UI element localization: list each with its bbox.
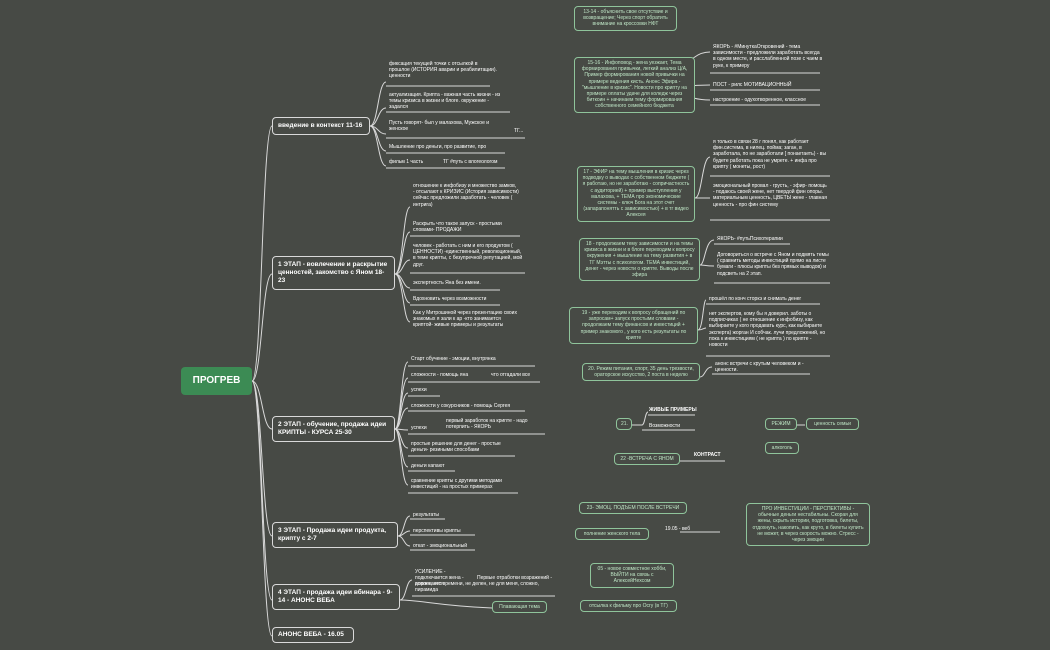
stage1-leaf-5[interactable]: Вдохновить через возможности	[413, 296, 487, 302]
stage2-leaf-8[interactable]: сравнение крипты с другими методами инве…	[411, 478, 502, 491]
fin-system-leaf[interactable]: я только в связи 28 г понял, как работае…	[713, 139, 827, 170]
stage3-leaf-2[interactable]: перспективы крипты	[413, 528, 461, 534]
day-19-box[interactable]: 19 - уже переходим к вопросу обращений п…	[569, 307, 698, 345]
branch-stage-4[interactable]: 4 ЭТАП - продажа идеи вбинара - 9-14 - А…	[272, 584, 400, 610]
opportunities-leaf[interactable]: Возможности	[649, 423, 680, 429]
stage2-leaf-1[interactable]: Старт обучение - эмоции, внутрянка	[411, 356, 496, 362]
floating-topic-box[interactable]: Плавающая тема	[492, 601, 547, 614]
stage4-leaf-1-extra[interactable]: Первые отработки возражений - дорого, не…	[415, 575, 552, 594]
day-13-14-box[interactable]: 13-14 - объяснить свое отсутствие и возв…	[574, 6, 677, 31]
day-20-box[interactable]: 20. Режим питания, спорт, 35 день трезво…	[582, 363, 700, 382]
stage2-leaf-2-extra[interactable]: что отгадали все	[491, 372, 531, 378]
alcohol-box[interactable]: алкоголь	[765, 442, 799, 455]
intro-leaf-5-extra[interactable]: ТГ #путь с влогеологом	[443, 159, 498, 165]
stage3-leaf-3[interactable]: откат - эмоциональный	[413, 543, 468, 549]
intro-leaf-2[interactable]: актуализация. Крипта - важная часть жизн…	[389, 92, 501, 111]
day-23-box[interactable]: 23- ЭМОЦ. ПОДЪЕМ ПОСЛЕ ВСТРЕЧИ	[579, 502, 687, 515]
contrast-leaf[interactable]: КОНТРАСТ	[694, 452, 721, 458]
branch-stage-3[interactable]: 3 ЭТАП - Продажа идеи продукта, крипту с…	[272, 522, 398, 548]
stage2-leaf-2[interactable]: сложности - помощь яна	[411, 372, 469, 378]
branch-stage-2[interactable]: 2 ЭТАП - обучение, продажа идеи КРИПТЫ -…	[272, 416, 395, 442]
post-reels-leaf[interactable]: ПОСТ - рилс МОТИВАЦИОННЫЙ	[713, 82, 792, 88]
stage4-leaf-1[interactable]: УСИЛЕНИЕ - подключается жена - вовлекает…	[415, 569, 464, 588]
stage1-leaf-2[interactable]: Раскрыть что такое запуск - простыми сло…	[413, 221, 502, 234]
day-17-box[interactable]: 17 - ЭФИР на тему мышления в кризис чере…	[577, 166, 695, 222]
stage1-leaf-3[interactable]: человек - работать с ним и его продуктом…	[413, 243, 523, 268]
mood-leaf[interactable]: настроение - одухотворенное, классное	[713, 97, 807, 103]
stage3-leaf-1[interactable]: результаты	[413, 512, 439, 518]
stage2-leaf-5[interactable]: успехи	[411, 425, 427, 431]
regime-box[interactable]: РЕЖИМ	[765, 418, 797, 431]
stage1-leaf-4[interactable]: экспертность Яна без имени.	[413, 280, 481, 286]
stage1-leaf-1[interactable]: отношение к инфобизу и множество замков,…	[413, 183, 519, 208]
anchor-minutka-leaf[interactable]: ЯКОРЬ - #МинуткаОткровений - тема зависи…	[713, 44, 823, 69]
day-22-box[interactable]: 22 -ВСТРЕЧА С ЯНОМ	[614, 453, 680, 466]
family-value-box[interactable]: ценность семьи	[806, 418, 859, 431]
branch-stage-1[interactable]: 1 ЭТАП - вовлечение и раскрытие ценносте…	[272, 256, 395, 290]
stage2-leaf-5-extra[interactable]: первый заработок на крипте - надо потерп…	[446, 418, 528, 431]
stage2-leaf-3[interactable]: успехи	[411, 387, 427, 393]
emotional-fail-leaf[interactable]: эмоциональный провал - грусть, - эфир- п…	[713, 183, 827, 208]
meeting-yan-leaf[interactable]: Договориться о встрече с Яном и подмять …	[717, 252, 829, 277]
webinar-date-leaf[interactable]: 19.05 - веб	[665, 526, 691, 532]
anchor-psychotherapy-leaf[interactable]: ЯКОРЬ- #путьПсихотерапии	[717, 236, 783, 242]
branch-webinar-announce[interactable]: АНОНС ВЕБА - 16.05	[272, 627, 354, 643]
announce-meeting-leaf[interactable]: анонс встречи с крутым человеком и - цен…	[715, 361, 804, 374]
day-15-16-box[interactable]: 15-16 - Инфоповод - жена уезжает, Тема ф…	[574, 57, 695, 113]
stage2-leaf-4[interactable]: сложности у сокурсников - помощь Сергея	[411, 403, 511, 409]
stage1-leaf-6[interactable]: Как у Митрошиной через презентацию своих…	[413, 310, 517, 329]
new-hobby-box[interactable]: 05 - новое совместное хобби, ВЫЙТИ на св…	[590, 563, 674, 588]
investments-box[interactable]: ПРО ИНВЕСТИЦИИ - ПЕРСПЕКТИВЫ - обычные д…	[746, 503, 870, 547]
intro-leaf-5[interactable]: фильм 1 часть	[389, 159, 424, 165]
body-care-box[interactable]: полнение женского тела	[575, 528, 649, 541]
intro-leaf-1[interactable]: фиксация текущей точки с отсылкой в прош…	[389, 61, 497, 80]
live-examples-leaf[interactable]: ЖИВЫЕ ПРИМЕРЫ	[649, 407, 697, 413]
film-reference-box[interactable]: отсылка к фильму про Осгу (в ТГ)	[580, 600, 677, 613]
day-18-box[interactable]: 18 - продолжаем тему зависимости и на те…	[579, 238, 700, 282]
intro-leaf-3[interactable]: Пусть говорят- был у малахова, Мужское и…	[389, 120, 490, 133]
no-experts-leaf[interactable]: нет экспертов, кому бы я доверил. заботы…	[709, 311, 826, 349]
root-node[interactable]: ПРОГРЕВ	[181, 367, 252, 395]
branch-intro[interactable]: введение в контекст 11-16	[272, 117, 370, 135]
story-leaf[interactable]: прошёл по конч сторкэ и снимать денег	[709, 296, 802, 302]
stage2-leaf-7[interactable]: деньги капают	[411, 463, 445, 469]
day-21-box[interactable]: 21.	[616, 418, 632, 431]
intro-leaf-4[interactable]: Мышление про деньги, про развитие, про	[389, 144, 487, 150]
stage2-leaf-6[interactable]: простые решение для денег - простые день…	[411, 441, 501, 454]
intro-leaf-3-extra[interactable]: ТГ...	[514, 128, 524, 134]
